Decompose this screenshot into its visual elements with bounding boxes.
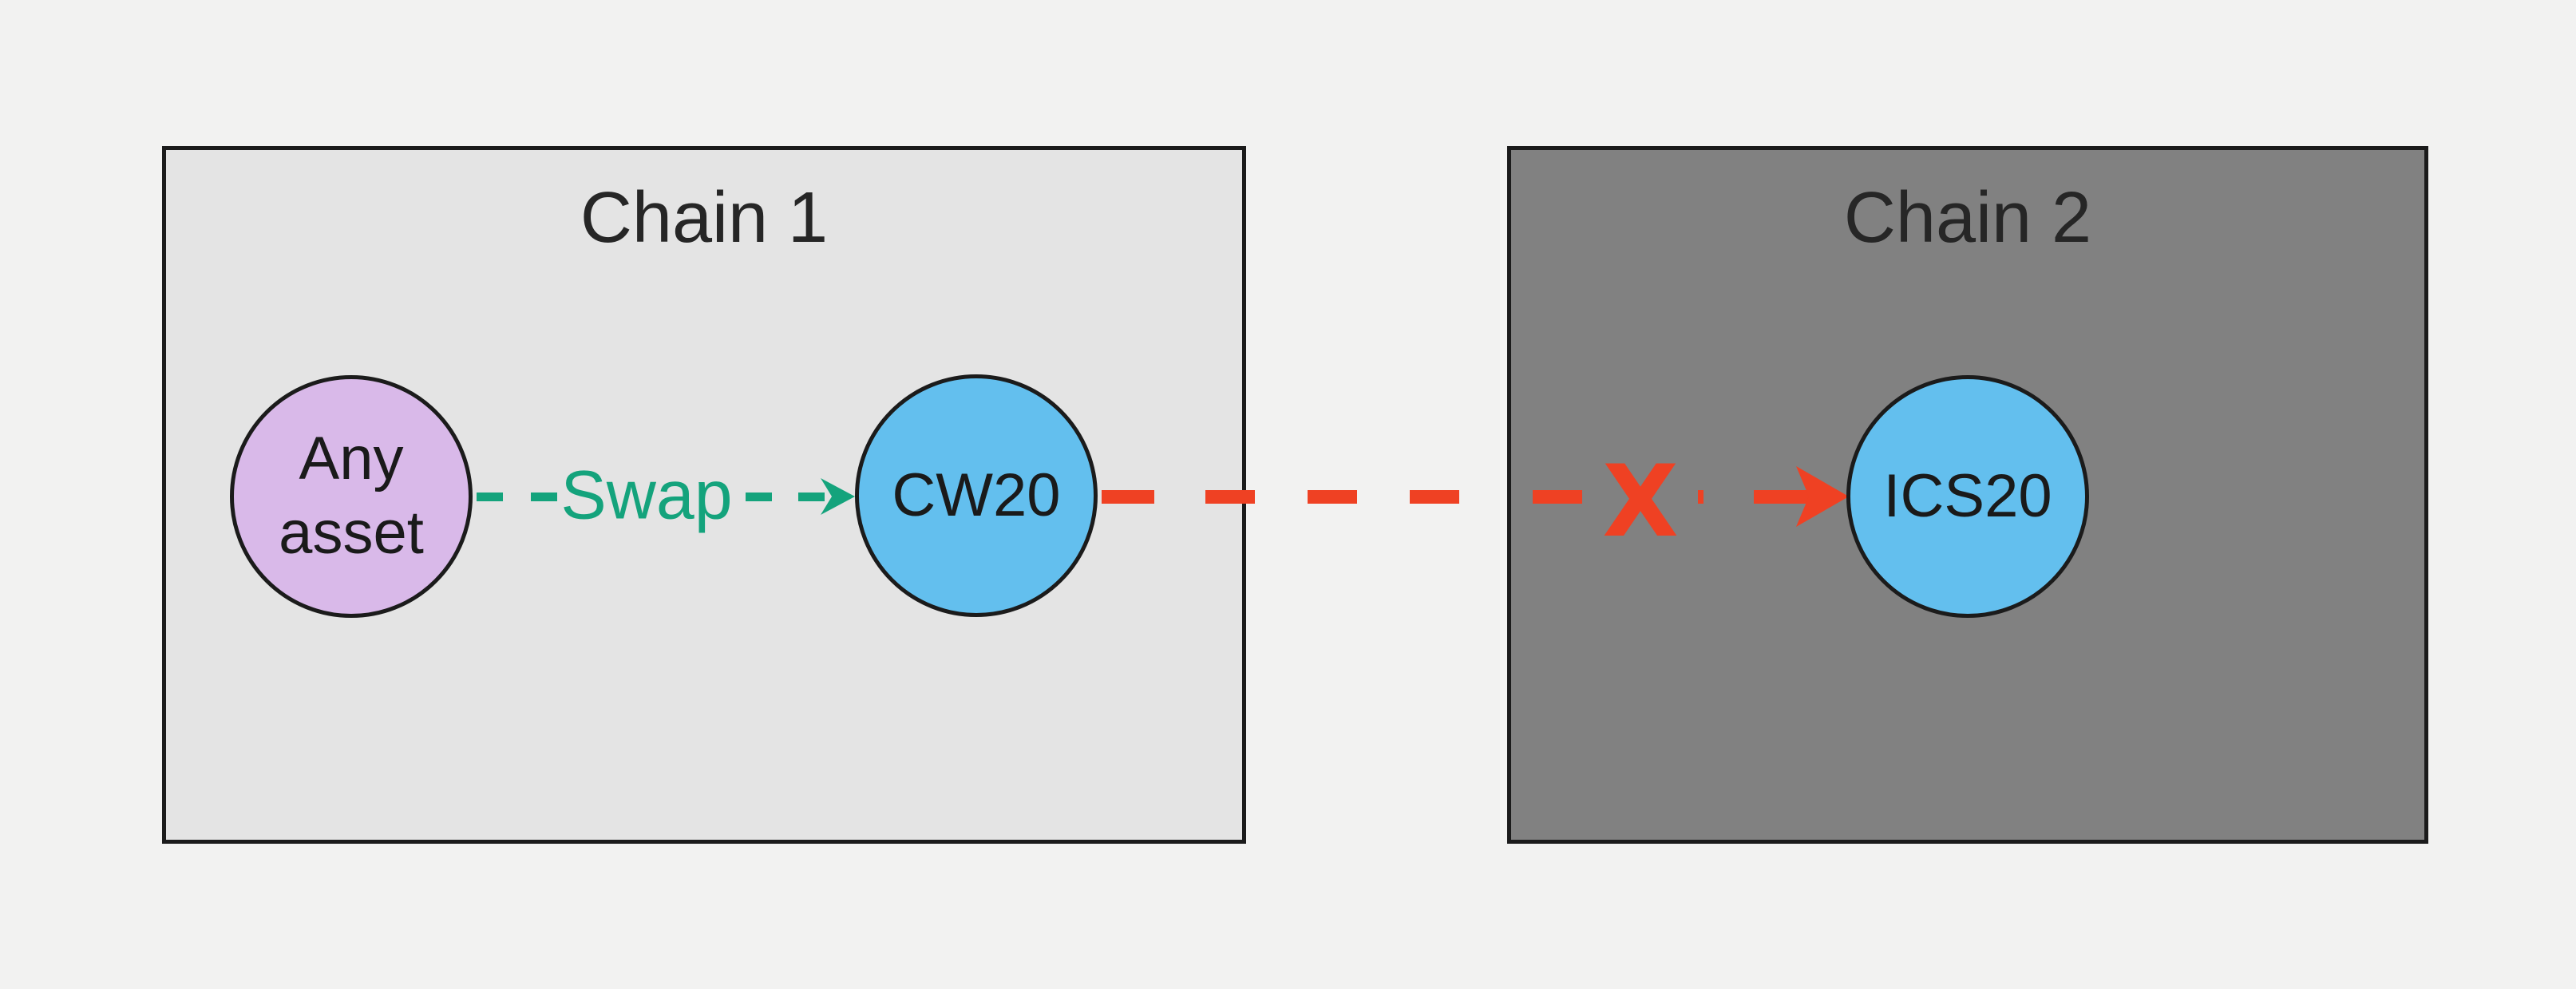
node-cw20: CW20	[855, 374, 1098, 617]
node-any-asset-label: Any asset	[279, 425, 424, 567]
chain2-title: Chain 2	[1843, 178, 2092, 258]
node-cw20-label: CW20	[892, 461, 1061, 529]
blocked-dash	[1410, 490, 1459, 504]
node-any-asset: Any asset	[230, 375, 473, 618]
chain1-title: Chain 1	[580, 178, 829, 258]
node-ics20: ICS20	[1846, 375, 2089, 618]
node-ics20-label: ICS20	[1883, 461, 2052, 530]
swap-arrow-label: Swap	[560, 457, 733, 534]
blocked-dash	[1308, 490, 1357, 504]
